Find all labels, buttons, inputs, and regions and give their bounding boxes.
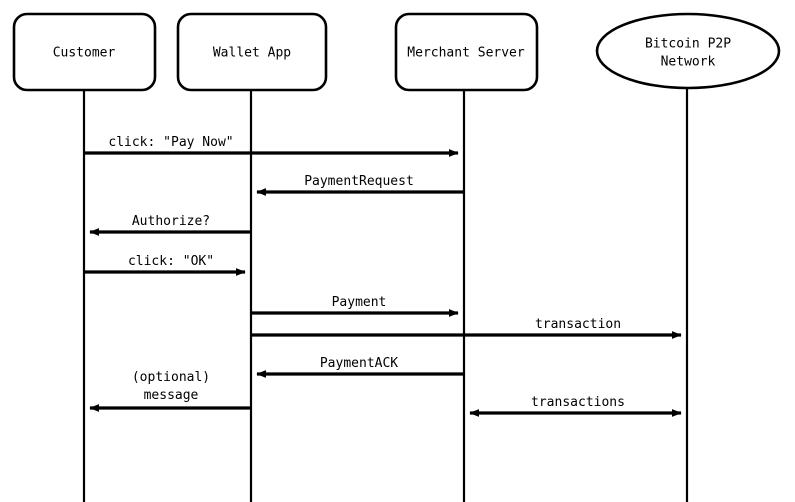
message-label-payment: Payment <box>332 295 387 310</box>
message-label-payment-ack: PaymentACK <box>320 356 398 371</box>
message-label-optional-message-line1: (optional) <box>132 370 210 385</box>
participant-box-customer[interactable] <box>12 12 157 92</box>
participant-label-bitcoin-p2p-network-line2: Network <box>661 55 716 70</box>
message-label-optional-message-line2: message <box>144 388 199 403</box>
message-label-authorize: Authorize? <box>132 214 210 229</box>
message-label-payment-request: PaymentRequest <box>304 174 414 189</box>
message-label-transaction: transaction <box>535 317 621 332</box>
participant-label-merchant-server: Merchant Server <box>407 46 525 61</box>
participant-label-customer: Customer <box>53 46 116 61</box>
participant-label-bitcoin-p2p-network-line1: Bitcoin P2P <box>645 37 731 52</box>
message-label-click-ok: click: "OK" <box>128 254 214 269</box>
participant-ellipse-bitcoin-p2p-network[interactable] <box>595 12 781 90</box>
participant-box-merchant-server[interactable] <box>394 12 539 92</box>
message-label-click-pay-now: click: "Pay Now" <box>108 135 233 150</box>
message-label-transactions: transactions <box>531 395 625 410</box>
participant-box-wallet-app[interactable] <box>176 12 328 92</box>
participant-label-wallet-app: Wallet App <box>213 46 291 61</box>
